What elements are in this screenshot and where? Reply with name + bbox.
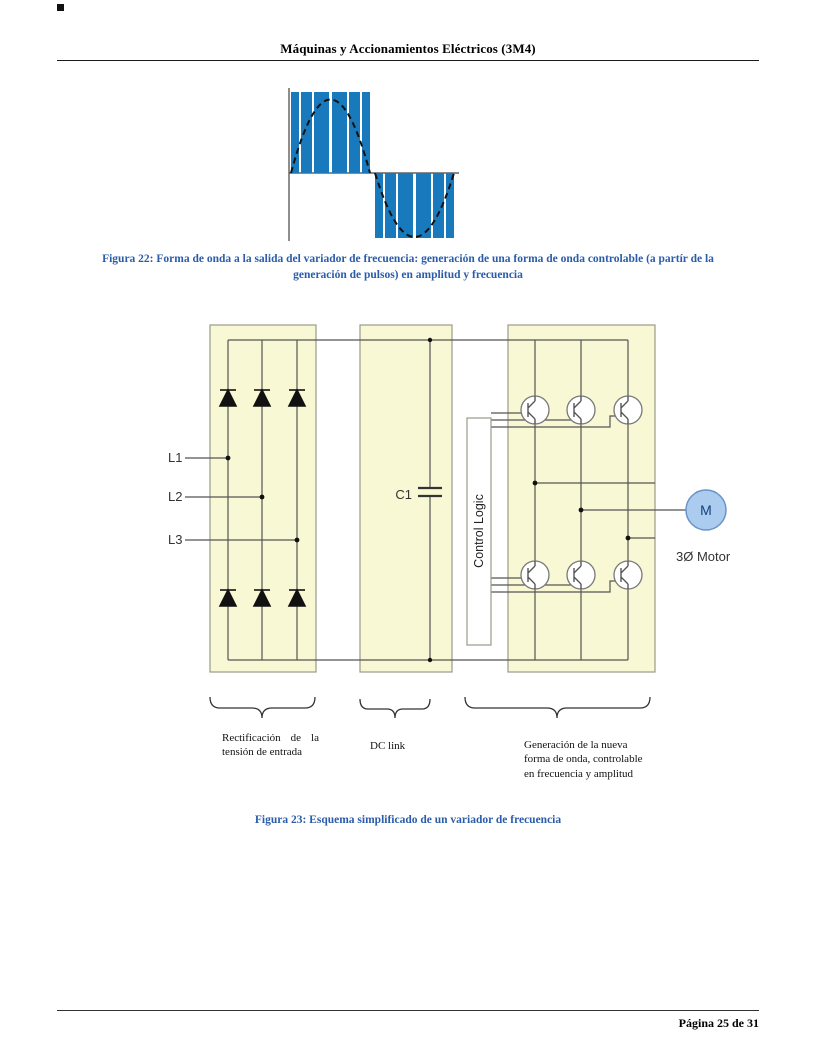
motor-caption: 3Ø Motor <box>676 549 731 564</box>
pwm-positive-pulses <box>291 92 370 173</box>
figure-22-caption: Figura 22: Forma de onda a la salida del… <box>102 253 714 281</box>
figure-23-diagram: Control Logic M 3Ø Motor L1 L2 L3 C1 <box>168 324 731 719</box>
brace-rectifier <box>209 696 316 719</box>
footer-divider <box>57 1010 759 1011</box>
pwm-sine-overlay <box>290 98 455 238</box>
rectifier-diodes <box>218 388 307 607</box>
brace-inverter <box>464 696 651 719</box>
diode-icon <box>218 588 238 607</box>
diode-icon <box>252 388 272 407</box>
motor-letter: M <box>700 502 712 518</box>
input-label-l3: L3 <box>168 532 182 547</box>
input-label-l2: L2 <box>168 489 182 504</box>
figure-22-pwm-waveform <box>283 86 463 244</box>
capacitor-label: C1 <box>395 487 412 502</box>
document-title: Máquinas y Accionamientos Eléctricos (3M… <box>280 41 536 56</box>
header-divider <box>57 60 759 61</box>
dc-link-stage-label: DC link <box>370 740 406 752</box>
section-braces <box>209 696 651 719</box>
diode-icon <box>287 588 307 607</box>
page-anchor-mark <box>57 4 64 11</box>
junction-dots <box>225 337 631 663</box>
dc-link-box <box>359 324 453 673</box>
page-number: Página 25 de 31 <box>678 1016 759 1030</box>
control-logic-label: Control Logic <box>472 494 486 568</box>
figure-23-caption: Figura 23: Esquema simplificado de un va… <box>254 814 562 826</box>
input-labels: L1 L2 L3 <box>168 450 182 547</box>
diode-icon <box>218 388 238 407</box>
motor-icon <box>685 489 727 531</box>
sine-positive-halfwave <box>290 98 371 174</box>
diode-icon <box>252 588 272 607</box>
motor: M 3Ø Motor <box>676 489 731 564</box>
input-label-l1: L1 <box>168 450 182 465</box>
rectifier-stage-label: Rectificación de la tensión de entrada <box>222 732 319 759</box>
inverter-stage-label: Generación de la nueva forma de onda, co… <box>524 739 643 780</box>
control-logic-block: Control Logic <box>466 417 492 646</box>
control-logic-box <box>466 417 492 646</box>
pwm-waveform-svg <box>288 88 459 241</box>
diode-icon <box>287 388 307 407</box>
inverter-transistors <box>520 395 643 590</box>
capacitor-symbol <box>418 486 442 498</box>
pwm-negative-pulses <box>375 173 454 238</box>
stage-boxes <box>209 324 656 673</box>
brace-dc-link <box>359 698 431 719</box>
